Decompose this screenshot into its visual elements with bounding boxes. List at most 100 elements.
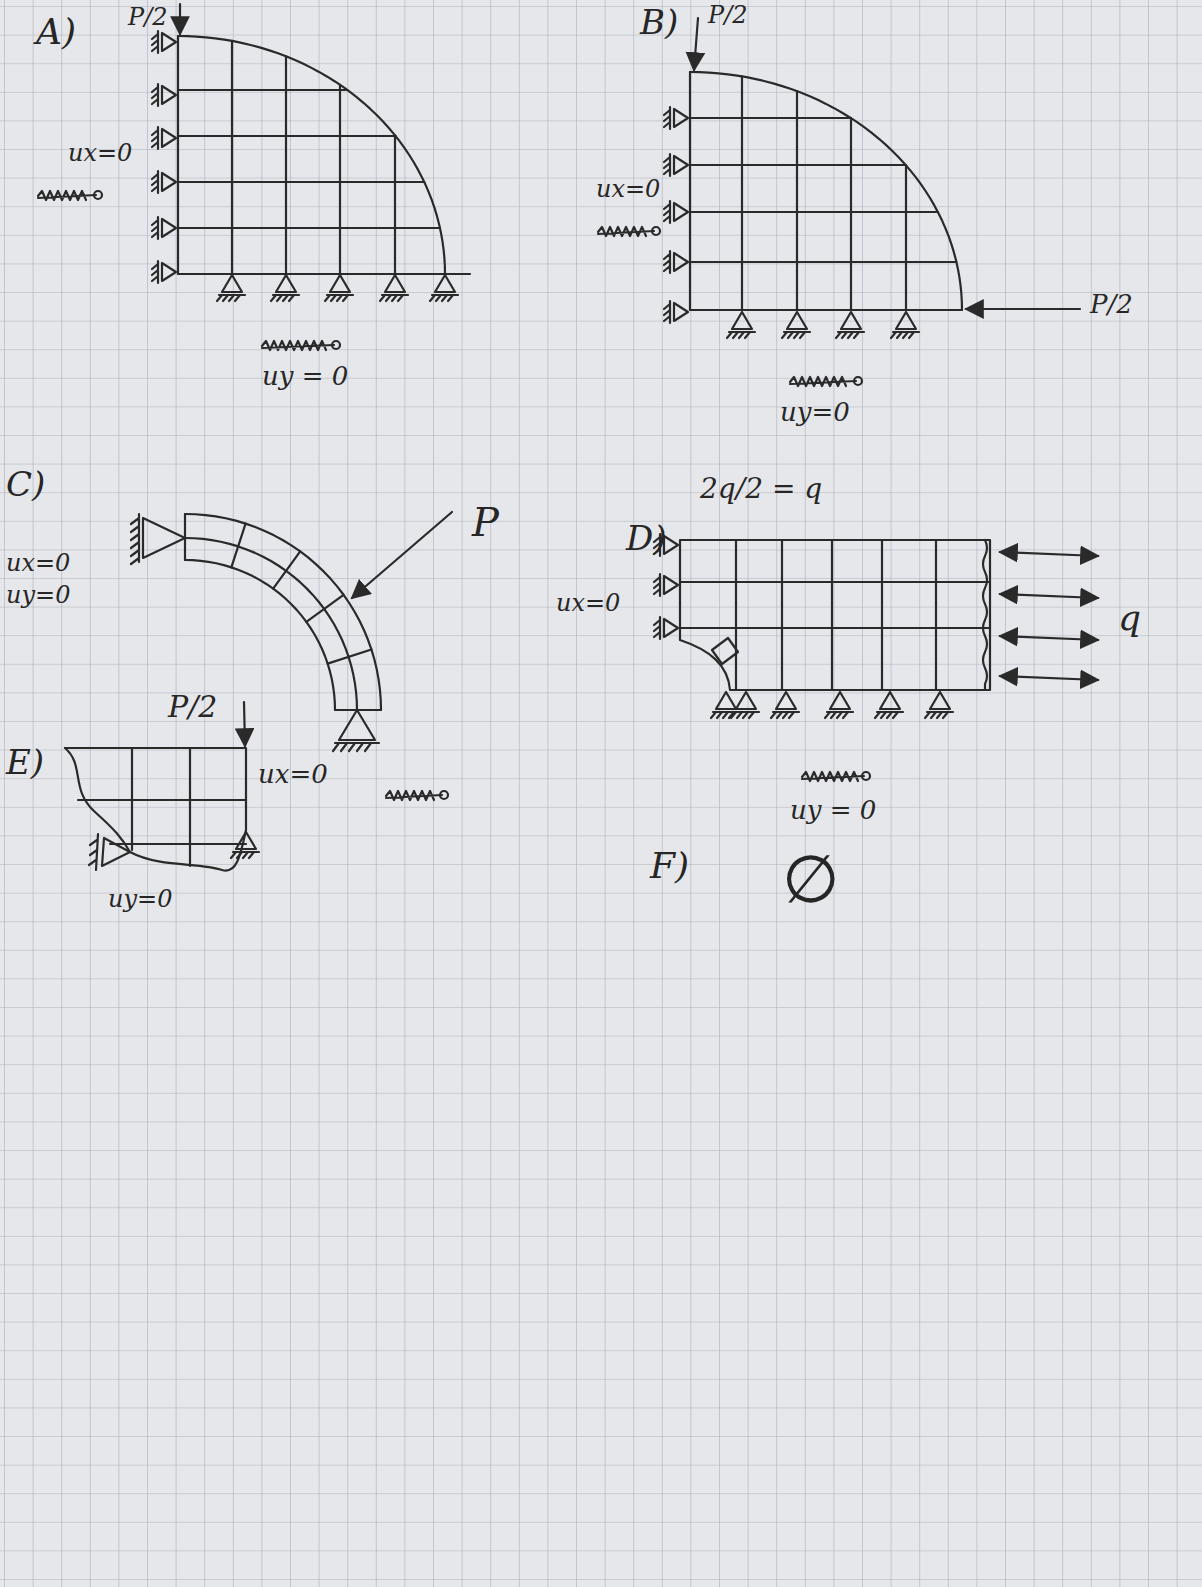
support-hatch xyxy=(654,617,660,639)
support-hatch xyxy=(380,295,408,301)
mesh-edge xyxy=(689,72,691,310)
support-symbol xyxy=(736,692,756,709)
bc-label: ux=0 xyxy=(596,176,660,202)
mesh-line xyxy=(231,524,245,568)
support-hatch xyxy=(333,743,379,751)
mesh-line xyxy=(712,638,738,664)
bc-label: ux=0 xyxy=(68,140,132,166)
support-hatch xyxy=(925,712,953,718)
scribble-end xyxy=(862,772,870,780)
mesh-line xyxy=(690,164,906,166)
support-hatch xyxy=(152,84,158,106)
force-arrow xyxy=(966,308,1080,310)
curved-boundary xyxy=(178,36,445,274)
support-symbol xyxy=(841,312,861,329)
support-hatch xyxy=(89,834,98,870)
mesh-line xyxy=(78,799,246,801)
plate-outline xyxy=(680,540,990,690)
mesh-line xyxy=(178,181,424,183)
bc-label: P/2 xyxy=(168,690,217,723)
force-arrow xyxy=(244,702,245,746)
mesh-line xyxy=(339,85,341,274)
mesh-line xyxy=(850,118,852,310)
mesh-line xyxy=(680,581,990,583)
part-letter: F) xyxy=(650,846,689,886)
part-letter: B) xyxy=(640,4,678,41)
part-letter: ∅ xyxy=(782,844,840,917)
bc-label: P/2 xyxy=(708,2,748,28)
mesh-line xyxy=(831,540,833,690)
mesh-line xyxy=(690,261,956,263)
support-hatch xyxy=(217,295,245,301)
support-symbol xyxy=(162,219,176,237)
bc-label: uy = 0 xyxy=(790,796,876,825)
support-hatch xyxy=(727,332,755,338)
mesh-edge xyxy=(177,36,179,274)
support-symbol xyxy=(776,692,796,709)
mesh-edge xyxy=(178,273,470,275)
mesh-line xyxy=(741,76,743,310)
support-hatch xyxy=(152,171,158,193)
mesh-line xyxy=(735,540,737,690)
support-hatch xyxy=(664,154,670,176)
pin-support xyxy=(339,710,375,740)
crossed-out-scribble xyxy=(386,791,442,800)
support-hatch xyxy=(271,295,299,301)
support-hatch xyxy=(231,852,259,858)
bc-label: ux=0 xyxy=(258,760,328,789)
support-hatch xyxy=(430,295,458,301)
support-hatch xyxy=(825,712,853,718)
support-symbol xyxy=(162,86,176,104)
support-symbol xyxy=(330,275,350,292)
bc-label: uy=0 xyxy=(780,398,850,427)
scribble-end xyxy=(652,227,660,235)
support-hatch xyxy=(152,217,158,239)
support-hatch xyxy=(731,712,759,718)
support-hatch xyxy=(836,332,864,338)
support-hatch xyxy=(654,574,660,596)
bc-label: P/2 xyxy=(1090,290,1133,319)
mesh-line xyxy=(189,748,191,866)
support-symbol xyxy=(674,303,688,321)
mesh-edge xyxy=(65,748,246,830)
support-hatch xyxy=(152,261,158,283)
support-hatch xyxy=(664,201,670,223)
bc-label: 2q/2 = q xyxy=(700,474,822,505)
support-symbol xyxy=(880,692,900,709)
support-hatch xyxy=(325,295,353,301)
bc-label: ux=0 xyxy=(556,590,620,616)
support-symbol xyxy=(787,312,807,329)
support-symbol xyxy=(222,275,242,292)
pin-support xyxy=(143,518,185,558)
support-symbol xyxy=(664,619,678,637)
support-symbol xyxy=(896,312,916,329)
force-arrow xyxy=(352,512,452,598)
scribble-end xyxy=(332,341,340,349)
force-arrow xyxy=(1000,552,1098,556)
support-symbol xyxy=(162,33,176,51)
part-letter: q xyxy=(1118,598,1141,638)
part-letter: C) xyxy=(6,466,45,503)
support-symbol xyxy=(674,156,688,174)
support-hatch xyxy=(875,712,903,718)
support-symbol xyxy=(930,692,950,709)
support-symbol xyxy=(830,692,850,709)
support-hatch xyxy=(771,712,799,718)
mesh-line xyxy=(394,135,396,274)
support-symbol xyxy=(732,312,752,329)
crossed-out-scribble xyxy=(598,227,654,236)
force-arrow xyxy=(1000,594,1098,598)
support-symbol xyxy=(664,576,678,594)
support-hatch xyxy=(664,107,670,129)
support-hatch xyxy=(131,514,139,564)
support-hatch xyxy=(664,251,670,273)
support-symbol xyxy=(716,692,736,709)
mesh-line xyxy=(110,843,246,845)
curved-boundary xyxy=(690,72,962,310)
bc-label: uy = 0 xyxy=(262,362,348,391)
support-hatch xyxy=(782,332,810,338)
curved-beam-edge xyxy=(185,514,381,710)
mesh-line xyxy=(231,41,233,274)
crossed-out-scribble xyxy=(790,377,856,386)
